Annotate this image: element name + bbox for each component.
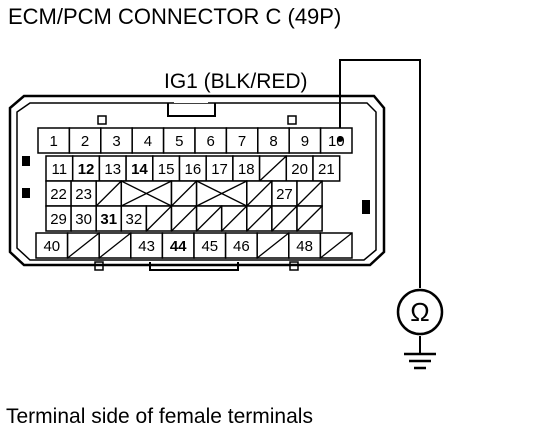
terminal-17: 17 [205,155,234,182]
terminal-12: 12 [71,155,101,182]
terminal-number: 5 [175,133,183,150]
terminal-number: 17 [211,161,228,178]
terminal-number: 27 [276,186,293,203]
diagram-caption: Terminal side of female terminals [6,405,313,428]
terminal-3: 3 [100,127,133,154]
terminal-number: 16 [185,161,202,178]
terminal-number: 22 [50,186,67,203]
ohm-icon: Ω [410,297,429,327]
terminal-45: 45 [193,232,227,259]
terminal-1: 1 [37,127,71,154]
empty-cavity [98,232,132,259]
empty-cavity [271,205,298,232]
terminal-9: 9 [288,127,322,154]
terminal-14: 14 [125,155,154,182]
empty-cavity [296,180,323,207]
terminal-46: 46 [224,232,258,259]
housing-tab-right [362,200,370,214]
terminal-30: 30 [70,205,97,232]
empty-cavity [258,155,288,182]
terminal-13: 13 [98,155,127,182]
diagram-title: ECM/PCM CONNECTOR C (49P) [8,4,341,29]
terminal-number: 1 [50,133,58,150]
terminal-48: 48 [288,232,322,259]
terminal-number: 11 [52,161,68,178]
probe-tip [337,136,343,142]
ground-icon [404,352,436,370]
empty-cavity [95,180,123,207]
terminal-number: 45 [201,238,218,255]
terminal-5: 5 [162,127,196,154]
empty-cavity [256,232,290,259]
terminal-23: 23 [70,180,97,207]
empty-cavity [195,205,223,232]
empty-cavity [296,205,323,232]
empty-cavity [246,180,273,207]
terminal-31: 31 [95,205,123,232]
terminal-number: 7 [238,133,246,150]
wire-label: IG1 (BLK/RED) [164,70,308,93]
terminal-20: 20 [285,155,314,182]
terminal-number: 13 [104,161,121,178]
empty-cavity [170,180,198,207]
empty-cavity [66,232,100,259]
terminal-4: 4 [131,127,165,154]
terminal-number: 44 [170,238,187,255]
empty-cavity [195,180,248,207]
connector-housing [8,94,386,271]
terminal-number: 21 [318,161,335,178]
terminal-10: 10 [319,127,353,154]
terminal-number: 30 [75,211,92,228]
terminal-number: 2 [81,133,89,150]
ohmmeter-circle [396,288,444,336]
terminal-number: 46 [233,238,250,255]
terminal-21: 21 [312,155,341,182]
terminal-number: 14 [131,161,148,178]
terminal-6: 6 [194,127,228,154]
terminal-number: 12 [78,161,95,178]
terminal-32: 32 [120,205,148,232]
housing-tab-left-2 [22,188,30,198]
terminal-22: 22 [45,180,72,207]
terminal-40: 40 [35,232,69,259]
empty-cavity [220,205,248,232]
terminal-8: 8 [257,127,290,154]
terminal-7: 7 [225,127,259,154]
housing-tab-left-1 [22,156,30,166]
terminal-number: 4 [144,133,152,150]
ohmmeter: Ω [396,288,444,336]
empty-cavity [120,180,173,207]
terminal-number: 6 [207,133,215,150]
terminal-number: 8 [269,133,277,150]
terminal-number: 29 [50,211,67,228]
terminal-27: 27 [271,180,298,207]
empty-cavity [319,232,353,259]
terminal-number: 32 [126,211,143,228]
terminal-16: 16 [178,155,207,182]
terminal-number: 23 [75,186,92,203]
terminal-number: 18 [238,161,255,178]
terminal-number: 9 [301,133,309,150]
empty-cavity [246,205,273,232]
terminal-number: 15 [158,161,175,178]
terminal-number: 43 [138,238,155,255]
terminal-number: 10 [328,133,345,150]
terminal-number: 3 [112,133,120,150]
empty-cavity [170,205,198,232]
terminal-2: 2 [68,127,102,154]
terminal-43: 43 [130,232,164,259]
terminal-number: 31 [100,211,117,228]
terminal-number: 48 [296,238,313,255]
terminal-18: 18 [232,155,261,182]
empty-cavity [145,205,173,232]
terminal-44: 44 [161,232,195,259]
terminal-number: 40 [43,238,60,255]
terminal-number: 20 [291,161,308,178]
terminal-29: 29 [45,205,72,232]
terminal-15: 15 [152,155,181,182]
terminal-11: 11 [45,155,74,182]
probe-wire [339,59,421,354]
